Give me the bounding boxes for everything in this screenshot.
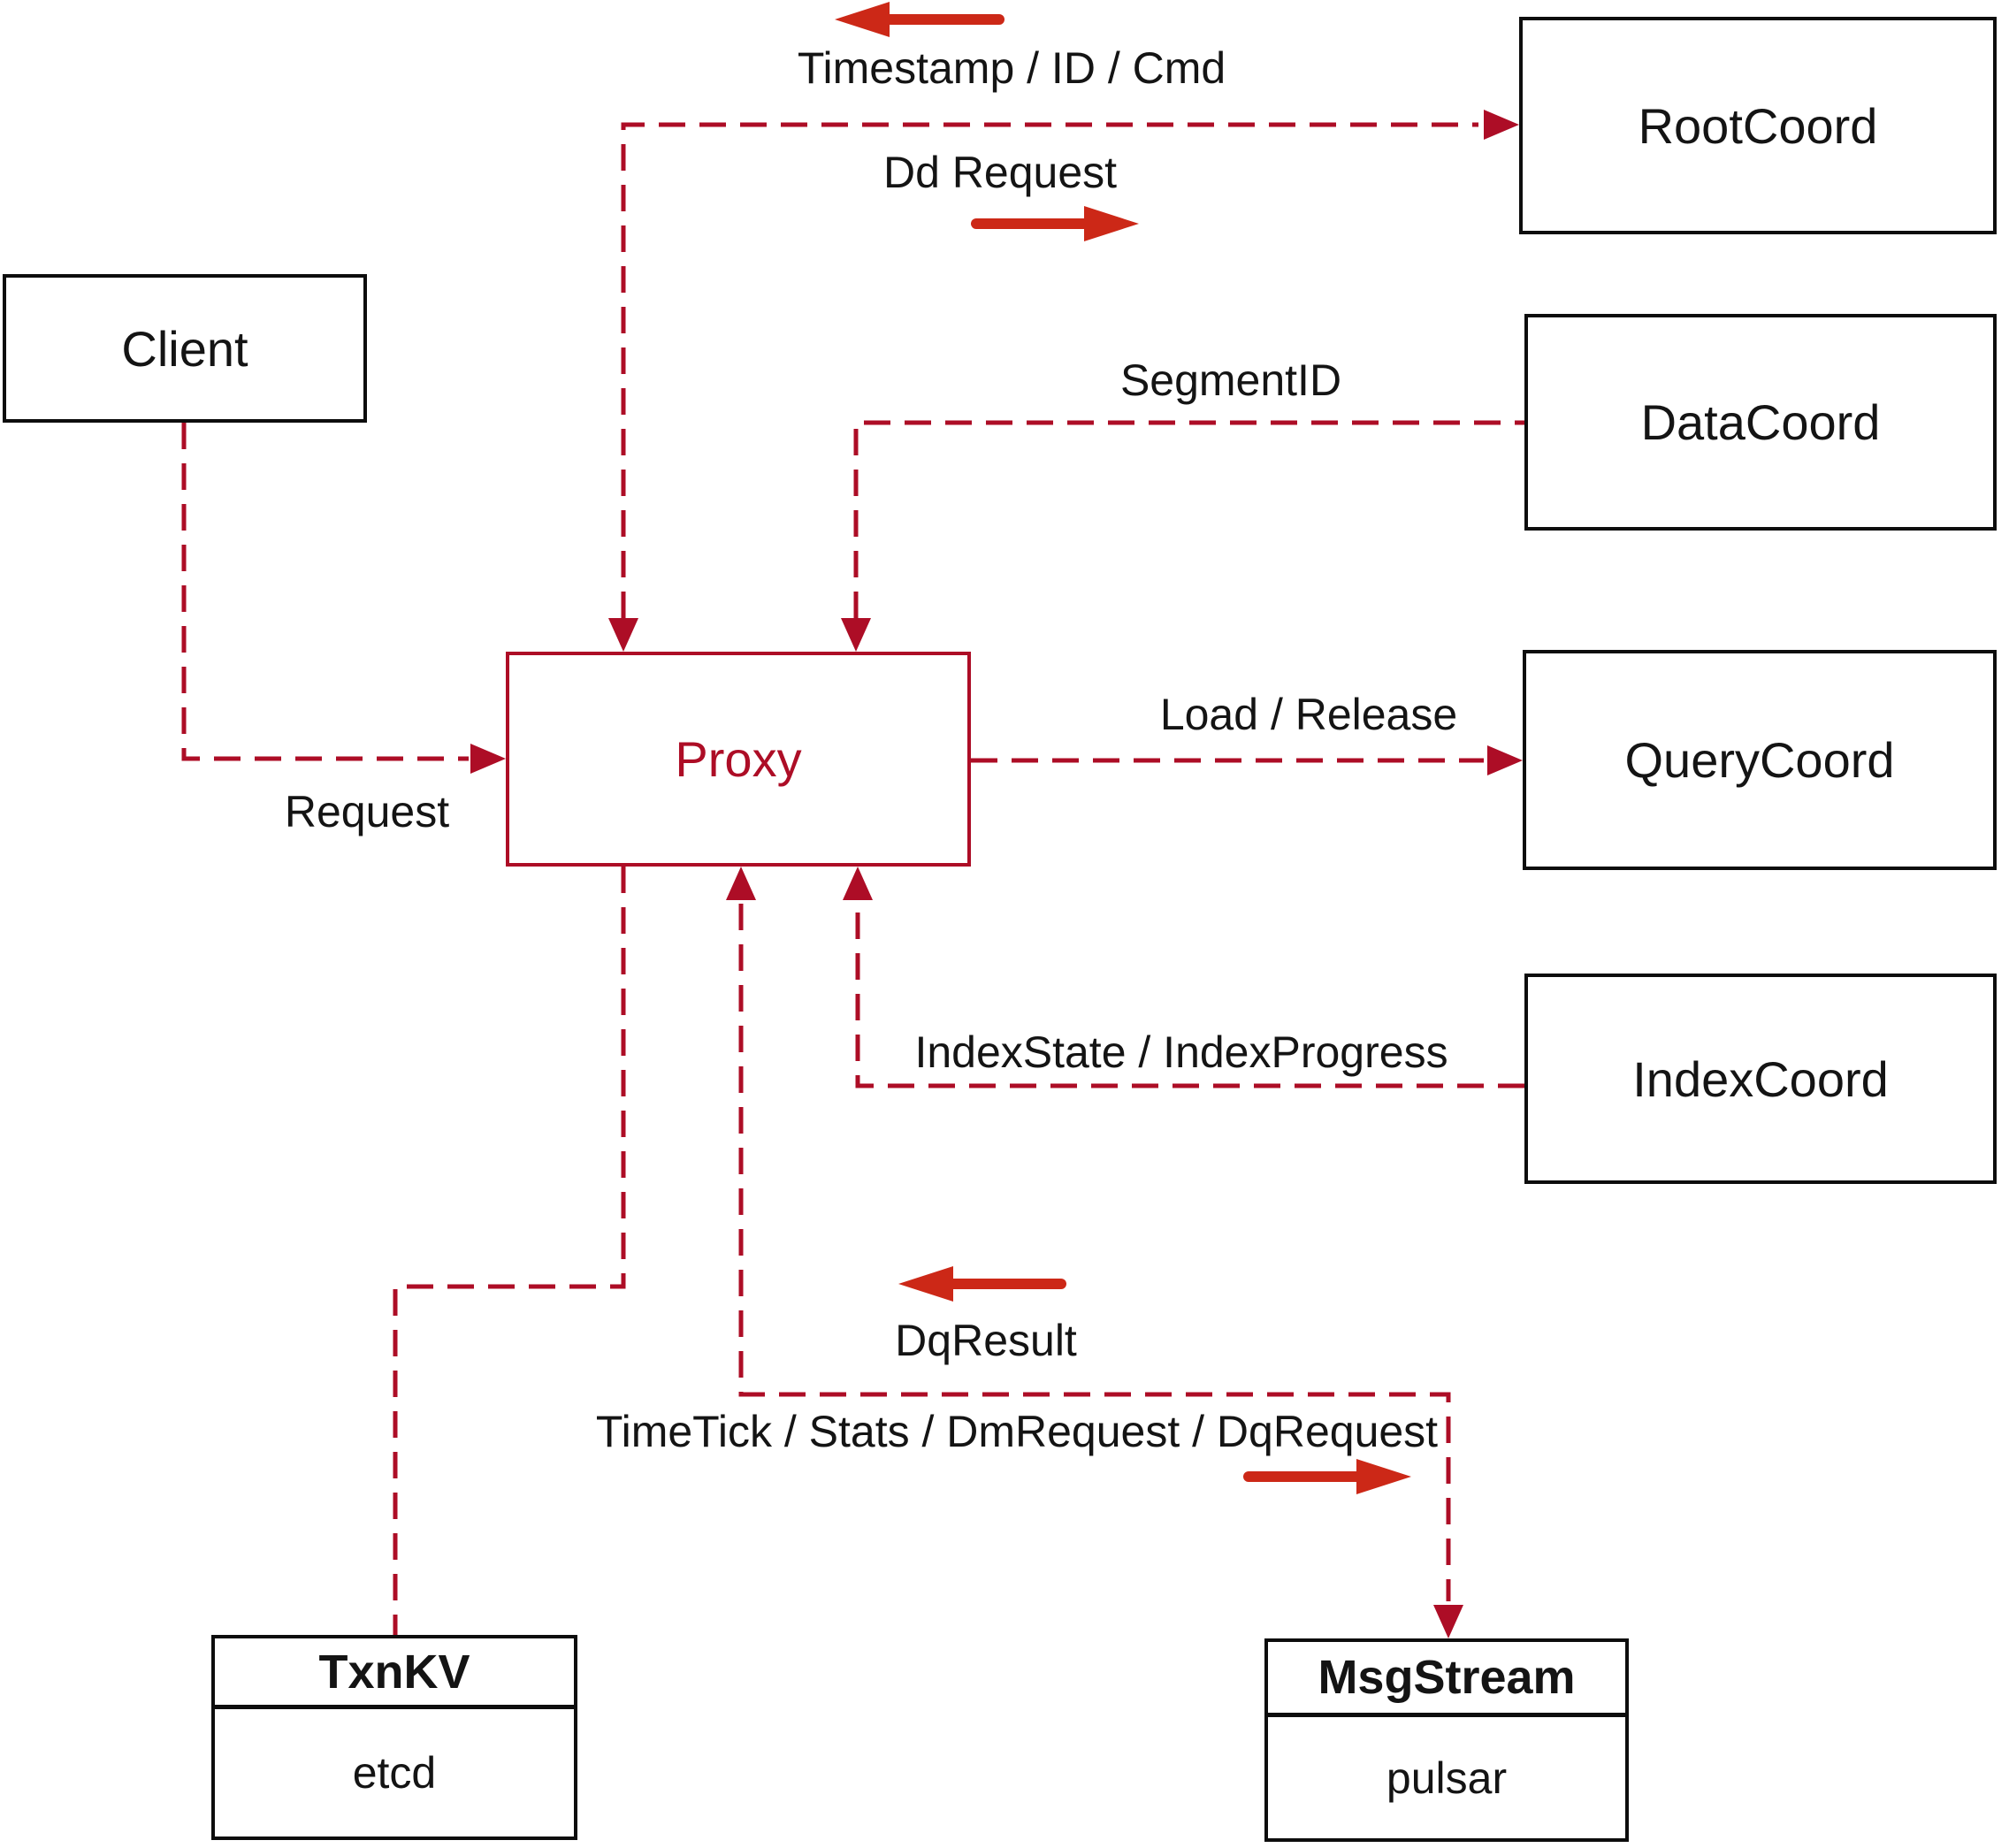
dqresult-arrow — [898, 1266, 1066, 1302]
datacoord-proxy-connector — [853, 420, 1524, 618]
querycoord-label: QueryCoord — [1624, 732, 1895, 788]
edge-label-segmentid: SegmentID — [1119, 355, 1342, 405]
datacoord-label: DataCoord — [1640, 394, 1881, 450]
timetick-arrow — [1243, 1459, 1411, 1494]
dd-request-arrow — [971, 206, 1139, 241]
msgstream-subtitle: pulsar — [1386, 1753, 1508, 1803]
edge-label-timetick-stats-dmrequest-dqrequest: TimeTick / Stats / DmRequest / DqRequest — [595, 1407, 1439, 1456]
txnkv-title: TxnKV — [215, 1638, 574, 1709]
rootcoord-response-arrow — [835, 2, 1004, 37]
msgstream-title: MsgStream — [1268, 1642, 1625, 1717]
edge-label-request: Request — [284, 787, 450, 836]
arrowhead-into-proxy-left — [470, 744, 506, 774]
arrowhead-into-proxy-top-left — [608, 618, 638, 652]
querycoord-node: QueryCoord — [1523, 650, 1997, 870]
arrowhead-into-querycoord — [1487, 745, 1523, 775]
proxy-rootcoord-connector — [621, 122, 1478, 618]
rootcoord-label: RootCoord — [1638, 97, 1878, 154]
txnkv-node: TxnKV etcd — [211, 1635, 577, 1840]
edge-label-load-release: Load / Release — [1159, 690, 1458, 739]
edge-label-timestamp-id-cmd: Timestamp / ID / Cmd — [797, 43, 1226, 93]
indexcoord-proxy-connector — [855, 904, 1524, 1088]
proxy-msgstream-connector — [738, 904, 1451, 1601]
arrowhead-into-proxy-bottom-mid — [726, 867, 756, 900]
indexcoord-label: IndexCoord — [1632, 1050, 1889, 1107]
indexcoord-node: IndexCoord — [1524, 974, 1997, 1184]
edge-label-dqresult: DqResult — [895, 1316, 1077, 1365]
datacoord-node: DataCoord — [1524, 314, 1997, 531]
proxy-node: Proxy — [506, 652, 971, 867]
client-node: Client — [3, 274, 367, 423]
txnkv-subtitle: etcd — [352, 1748, 437, 1798]
proxy-label: Proxy — [675, 731, 802, 787]
edge-label-dd-request: Dd Request — [882, 148, 1118, 197]
arrowhead-into-proxy-bottom-right — [843, 867, 873, 900]
client-proxy-connector — [181, 423, 469, 761]
edge-label-indexstate-indexprogress: IndexState / IndexProgress — [914, 1027, 1448, 1077]
arrowhead-into-rootcoord — [1484, 110, 1519, 140]
client-label: Client — [121, 320, 248, 377]
msgstream-node: MsgStream pulsar — [1264, 1638, 1629, 1842]
arrowhead-into-proxy-top-right — [841, 618, 871, 652]
arrowhead-into-msgstream — [1433, 1605, 1463, 1638]
rootcoord-node: RootCoord — [1519, 17, 1997, 234]
proxy-txnkv-connector — [393, 867, 626, 1635]
